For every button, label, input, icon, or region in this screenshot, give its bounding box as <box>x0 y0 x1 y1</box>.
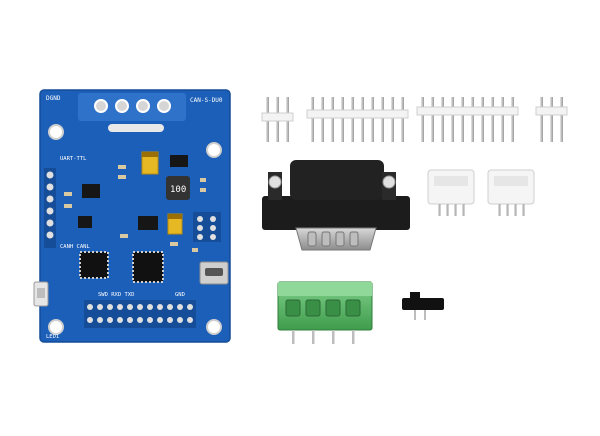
silk-label-top-left: DGND <box>46 95 61 102</box>
silk-label-bottom: SWD RXD TXD <box>98 292 134 298</box>
silk-label-bottom-left: LED1 <box>46 334 59 340</box>
transceiver-chip <box>79 251 109 279</box>
pin-header-3pin-right <box>535 97 568 142</box>
white-connector-left <box>427 169 475 216</box>
side-switch <box>33 281 49 307</box>
jumper-pads <box>193 212 221 242</box>
jumper-switch <box>402 292 444 320</box>
left-header-pads <box>44 168 56 248</box>
ic-chips <box>78 155 188 230</box>
inductor-label: 100 <box>170 185 186 195</box>
usb-connector <box>199 261 229 285</box>
mounting-holes <box>48 124 222 335</box>
pin-header-10pin-b <box>416 97 519 142</box>
screw-terminal-block <box>277 281 373 344</box>
tantalum-capacitors <box>141 151 183 235</box>
white-connector-right <box>487 169 535 216</box>
pin-header-10pin-a <box>306 97 409 142</box>
smd-passives <box>64 165 206 252</box>
silk-label-top-right: CAN-S-DU0 <box>190 97 223 104</box>
top-pad-row <box>78 93 186 132</box>
silk-label-left-1: UART-TTL <box>60 156 87 162</box>
silk-label-bottom-right: GND <box>175 292 185 298</box>
db9-connector <box>262 160 410 251</box>
power-inductor: 100 <box>166 176 190 200</box>
mcu-chip <box>132 251 164 283</box>
pcb-board: 100 <box>33 89 231 343</box>
silk-label-left-2: CANH CANL <box>60 244 90 250</box>
bottom-header-pads <box>84 300 196 328</box>
pin-header-3pin <box>261 97 294 142</box>
